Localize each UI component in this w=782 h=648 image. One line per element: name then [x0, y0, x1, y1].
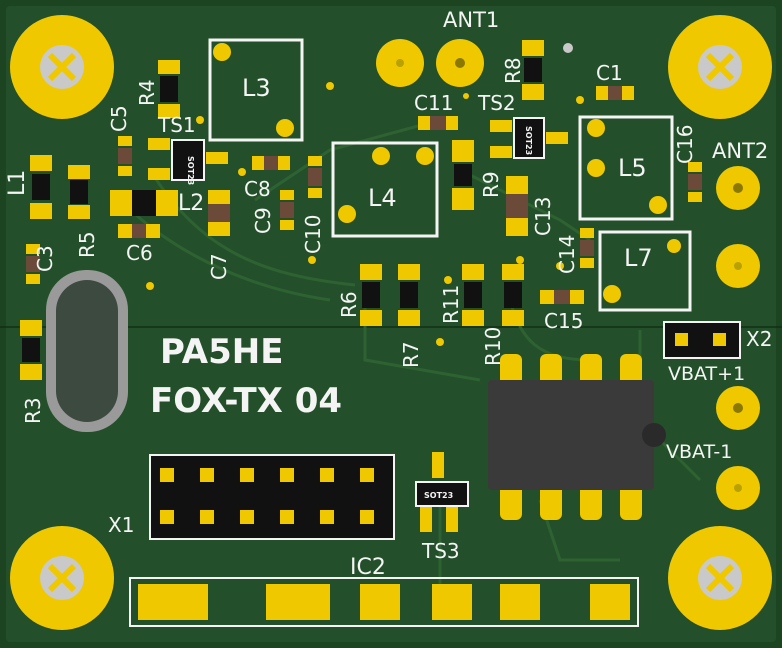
label-r4: R4 [135, 79, 159, 106]
label-c13: C13 [531, 197, 555, 236]
label-ant2: ANT2 [712, 139, 768, 163]
mounting-hole-tr [668, 15, 772, 119]
board-title-line1: PA5HE [160, 332, 283, 372]
mounting-hole-br [668, 526, 772, 630]
smd-components [20, 40, 702, 380]
board-title-line2: FOX-TX 04 [150, 381, 342, 421]
label-l5: L5 [618, 154, 647, 182]
label-x1: X1 [108, 513, 134, 537]
dip-ic [488, 354, 666, 520]
label-r6: R6 [337, 291, 361, 318]
ic2-pad-strip [129, 577, 639, 627]
label-x2: X2 [746, 327, 772, 351]
transistor-ts2 [490, 117, 568, 159]
label-l4: L4 [368, 184, 397, 212]
ts3-package-mark: SOT23 [424, 491, 453, 500]
label-r8: R8 [501, 57, 525, 84]
ts2-package-mark: SOT23 [524, 126, 533, 155]
label-ts3: TS3 [421, 539, 460, 563]
label-r5: R5 [75, 231, 99, 258]
label-c7: C7 [207, 253, 231, 280]
inductor-l3 [208, 38, 304, 142]
label-c5: C5 [107, 105, 131, 132]
label-c9: C9 [251, 207, 275, 234]
label-l7: L7 [624, 244, 653, 272]
label-c16: C16 [673, 125, 697, 164]
label-l2: L2 [178, 191, 204, 216]
header-x2 [663, 321, 741, 359]
ts1-package-mark: SOT23 [186, 156, 195, 185]
crystal-oscillator [46, 270, 128, 432]
label-c1: C1 [596, 61, 623, 85]
label-c10: C10 [301, 215, 325, 254]
header-x1 [149, 454, 395, 540]
mounting-hole-tl [10, 15, 114, 119]
label-r9: R9 [479, 171, 503, 198]
transistor-ts1 [148, 138, 228, 181]
label-l3: L3 [242, 74, 271, 102]
label-c11: C11 [414, 91, 453, 115]
mounting-hole-bl [10, 526, 114, 630]
small-hole [563, 43, 573, 53]
label-c14: C14 [555, 235, 579, 274]
label-r7: R7 [399, 341, 423, 368]
label-c6: C6 [126, 241, 153, 265]
label-ts1: TS1 [157, 113, 196, 137]
label-ts2: TS2 [477, 91, 516, 115]
label-r11: R11 [439, 285, 463, 324]
label-c8: C8 [244, 177, 271, 201]
label-c15: C15 [544, 309, 583, 333]
inductor-l4 [331, 141, 439, 238]
label-ic2: IC2 [350, 555, 386, 580]
vias [146, 82, 584, 462]
label-r10: R10 [481, 327, 505, 366]
inductor-l7 [598, 230, 692, 312]
label-vbat-plus: VBAT+1 [668, 363, 745, 385]
label-l1: L1 [5, 170, 30, 196]
label-ant1: ANT1 [443, 8, 499, 32]
label-r3: R3 [21, 397, 45, 424]
label-c3: C3 [33, 245, 57, 272]
label-vbat-minus: VBAT-1 [666, 441, 732, 463]
inductor-l5 [578, 115, 674, 221]
